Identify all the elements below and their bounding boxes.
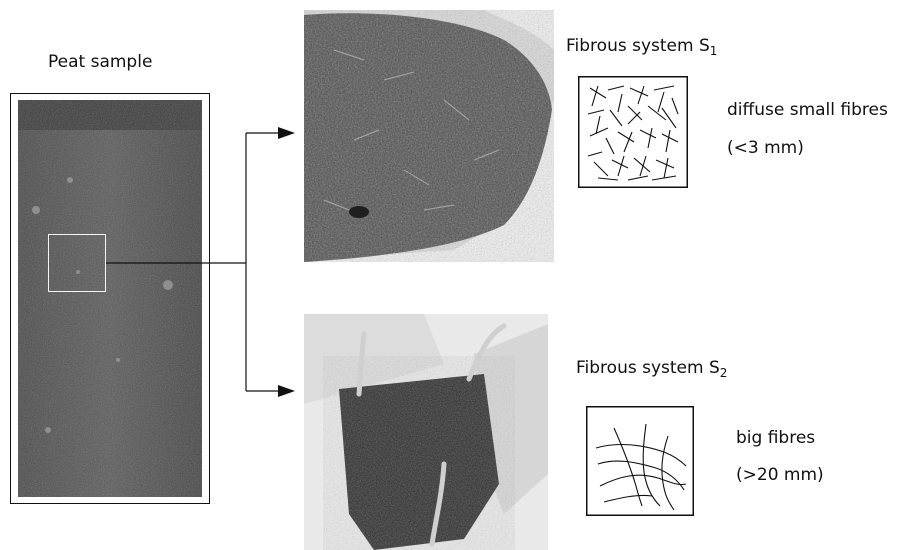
fibrous-system-s1-title: Fibrous system S1 [566, 36, 717, 58]
system2-desc-line1: big fibres [736, 428, 815, 448]
system2-desc-line2: (>20 mm) [736, 465, 824, 485]
system1-desc-line1: diffuse small fibres [727, 100, 888, 120]
big-fibres-schematic [586, 406, 694, 516]
small-fibres-schematic [578, 76, 688, 188]
system1-desc-line2: (<3 mm) [727, 138, 804, 158]
fibrous-system-s1-photo [304, 10, 554, 262]
fibrous-system-s2-title: Fibrous system S2 [576, 358, 727, 380]
fibrous-system-s2-photo [304, 314, 548, 550]
